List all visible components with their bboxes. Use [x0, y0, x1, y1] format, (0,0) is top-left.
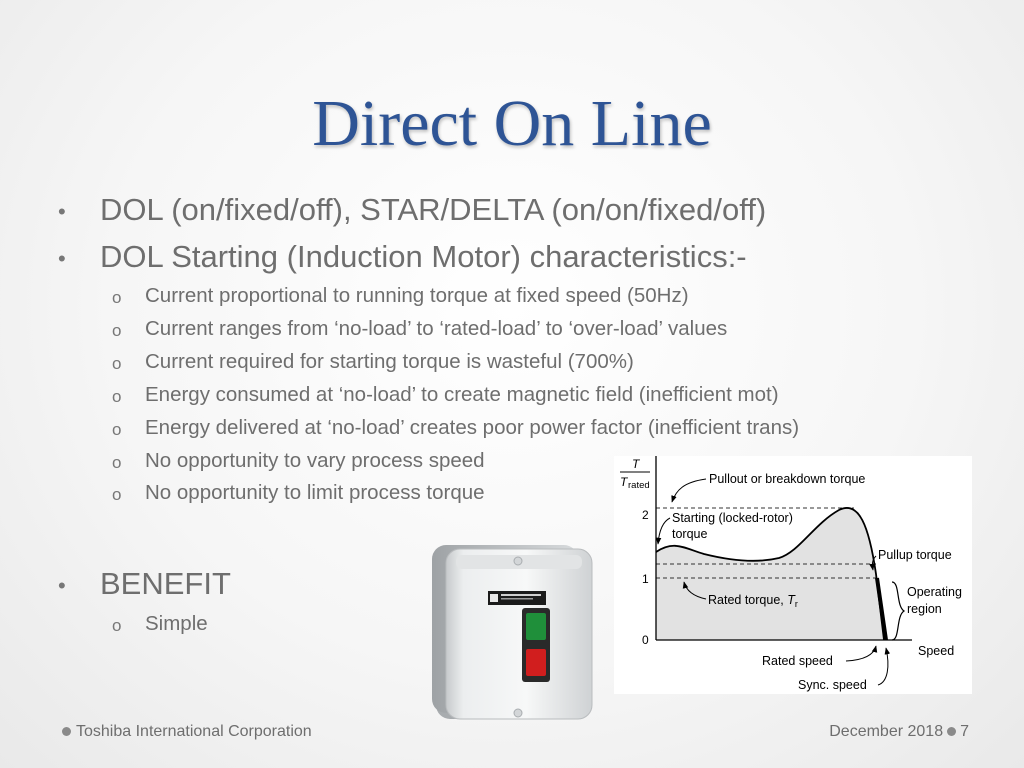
curve-shaded-area [656, 507, 884, 640]
dol-starter-image [432, 545, 593, 720]
sub-bullet-text: No opportunity to vary process speed [145, 449, 485, 472]
rated-torque-arrow [682, 581, 707, 600]
stop-button [526, 649, 546, 676]
label-rated-speed: Rated speed [762, 654, 833, 668]
operating-region-line [875, 577, 888, 641]
starting-arrow [655, 517, 671, 545]
label-pullup: Pullup torque [878, 548, 952, 562]
sub-bullet-text: Energy delivered at ‘no-load’ creates po… [145, 416, 800, 439]
footer-dot-icon [62, 727, 71, 737]
footer-company: Toshiba International Corporation [62, 723, 312, 741]
bullet-glyph: • [58, 246, 66, 271]
sub-bullet-glyph: o [112, 387, 122, 406]
label-operating-1: Operating [907, 585, 962, 599]
sub-bullet-glyph: o [112, 321, 122, 340]
sub-bullet-glyph: o [112, 288, 122, 307]
starter-body [445, 548, 593, 720]
footer-dot-icon [947, 727, 957, 737]
slide-title: Direct On Line [312, 87, 712, 160]
benefit-item: Simple [145, 612, 208, 635]
rated-speed-arrow [845, 645, 878, 662]
sub-bullet-text: Energy consumed at ‘no-load’ to create m… [145, 383, 779, 406]
y-label-denominator-sub: rated [628, 480, 650, 491]
label-pullout: Pullout or breakdown torque [709, 472, 865, 486]
sub-bullet-glyph: o [112, 453, 122, 472]
footer-company-text: Toshiba International Corporation [76, 723, 312, 740]
torque-speed-figure: T T rated 2 1 0 Pullout or breakdown tor… [614, 456, 972, 694]
sync-speed-arrow [877, 647, 891, 686]
bullet-text: DOL (on/fixed/off), STAR/DELTA (on/on/fi… [100, 192, 767, 227]
screw-icon [513, 556, 523, 566]
sub-bullet-glyph: o [112, 420, 122, 439]
bullet-glyph: • [58, 573, 66, 598]
label-starting-2: torque [672, 527, 707, 541]
sub-bullet-text: Current required for starting torque is … [145, 350, 634, 373]
y-label-denominator: T [620, 475, 629, 489]
nameplate-text-line [501, 598, 533, 600]
screw-icon [513, 708, 523, 718]
bullet-glyph: • [58, 199, 66, 224]
operating-region-brace [891, 581, 906, 641]
torque-curve [655, 507, 885, 641]
pullout-arrow [671, 478, 707, 503]
bullet-text: DOL Starting (Induction Motor) character… [100, 239, 747, 274]
label-sync-speed: Sync. speed [798, 678, 867, 692]
sub-bullet-glyph: o [112, 616, 122, 635]
nameplate-text-line [501, 594, 541, 596]
y-tick-label: 0 [642, 633, 649, 647]
slide-number: 7 [960, 723, 969, 740]
footer-date-page: December 2018 7 [829, 723, 969, 741]
label-operating-2: region [907, 602, 942, 616]
y-tick-label: 2 [642, 508, 649, 522]
sub-bullet-glyph: o [112, 485, 122, 504]
label-starting-1: Starting (locked-rotor) [672, 511, 793, 525]
start-button [526, 613, 546, 640]
sub-bullet-text: Current proportional to running torque a… [145, 284, 689, 307]
label-rated-torque: Rated torque, Tr [708, 593, 798, 609]
sub-bullet-glyph: o [112, 354, 122, 373]
label-speed: Speed [918, 644, 954, 658]
sub-bullet-text: Current ranges from ‘no-load’ to ‘rated-… [145, 317, 728, 340]
nameplate-logo [490, 594, 498, 602]
sub-bullet-text: No opportunity to limit process torque [145, 481, 485, 504]
y-tick-label: 1 [642, 572, 649, 586]
benefit-heading: BENEFIT [100, 566, 231, 601]
footer-date: December 2018 [829, 723, 944, 740]
y-label-numerator: T [632, 457, 641, 471]
pullup-arrow [869, 555, 877, 571]
